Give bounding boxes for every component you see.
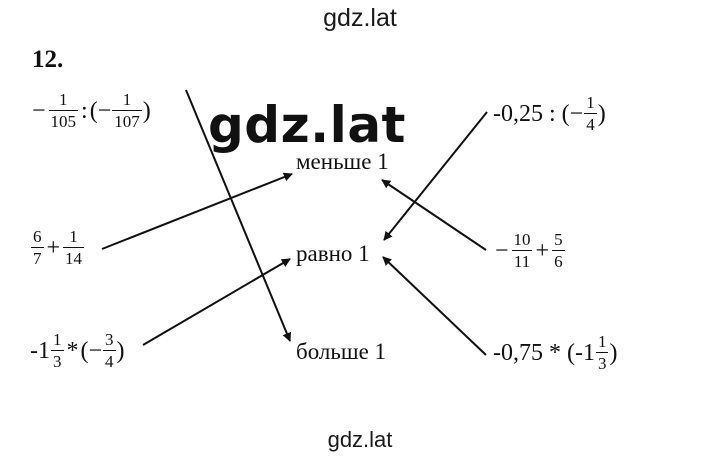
fraction: 1 14 xyxy=(63,227,85,268)
fraction: 10 11 xyxy=(511,230,533,271)
expression-lead: -0,25 : (− xyxy=(493,100,584,127)
left-expression-1: − 1 105 : (− 1 107 ) xyxy=(30,91,151,130)
fraction: 6 7 xyxy=(31,228,44,267)
denominator: 14 xyxy=(63,247,85,268)
denominator: 4 xyxy=(584,113,597,134)
operator: + xyxy=(46,234,61,261)
whole-part: -1 xyxy=(30,337,50,364)
numerator: 1 xyxy=(59,90,68,109)
label-less-than-one: меньше 1 xyxy=(296,149,389,174)
watermark-center: gdz.lat xyxy=(208,96,406,154)
numerator: 1 xyxy=(122,90,132,109)
task-number: 12. xyxy=(32,46,64,73)
numerator: 3 xyxy=(105,330,114,349)
fraction: 1 107 xyxy=(112,91,142,130)
numerator: 1 xyxy=(69,227,78,246)
minus-sign: − xyxy=(32,97,46,124)
fraction: 1 3 xyxy=(595,332,609,373)
numerator: 5 xyxy=(554,230,563,249)
arrow-right3-to-equal xyxy=(382,256,487,356)
open-paren: (− xyxy=(89,97,112,124)
arrow-right2-to-less xyxy=(381,179,487,251)
left-expression-3: -1 1 3 * (− 3 4 ) xyxy=(30,331,125,370)
operator: + xyxy=(535,237,550,264)
expression-lead: -0,75 * (-1 xyxy=(493,339,595,366)
right-expression-2: − 10 11 + 5 6 xyxy=(493,231,566,270)
watermark-top: gdz.lat xyxy=(323,4,397,32)
operator: : xyxy=(81,97,88,124)
right-expression-3: -0,75 * (-1 1 3 ) xyxy=(493,333,617,372)
fraction: 3 4 xyxy=(103,331,116,370)
denominator: 105 xyxy=(48,110,79,131)
denominator: 7 xyxy=(31,247,44,268)
label-equal-one: равно 1 xyxy=(296,241,370,266)
watermark-bottom: gdz.lat xyxy=(327,427,393,452)
open-paren: (− xyxy=(80,337,103,364)
close-paren: ) xyxy=(597,100,606,127)
denominator: 3 xyxy=(595,352,609,373)
arrow-left2-to-less xyxy=(101,172,293,250)
numerator: 1 xyxy=(597,332,607,351)
close-paren: ) xyxy=(142,97,151,124)
label-greater-than-one: больше 1 xyxy=(296,339,387,364)
fraction: 5 6 xyxy=(552,231,565,270)
fraction: 1 3 xyxy=(51,331,64,370)
arrow-right1-to-equal xyxy=(383,111,488,241)
numerator: 6 xyxy=(33,227,42,246)
fraction: 1 4 xyxy=(584,94,597,133)
arrow-left1-to-greater xyxy=(185,89,292,342)
operator: * xyxy=(66,337,79,364)
numerator: 1 xyxy=(53,330,62,349)
fraction: 1 105 xyxy=(48,90,79,131)
denominator: 3 xyxy=(51,350,64,371)
denominator: 107 xyxy=(112,110,142,131)
right-expression-1: -0,25 : (− 1 4 ) xyxy=(493,94,606,133)
close-paren: ) xyxy=(116,337,125,364)
left-expression-2: 6 7 + 1 14 xyxy=(30,228,85,267)
denominator: 4 xyxy=(103,350,116,371)
numerator: 10 xyxy=(513,230,531,249)
numerator: 1 xyxy=(586,93,595,112)
arrow-left3-to-equal xyxy=(142,258,291,346)
denominator: 11 xyxy=(511,250,533,271)
minus-sign: − xyxy=(495,237,509,264)
close-paren: ) xyxy=(609,339,618,366)
denominator: 6 xyxy=(552,250,565,271)
